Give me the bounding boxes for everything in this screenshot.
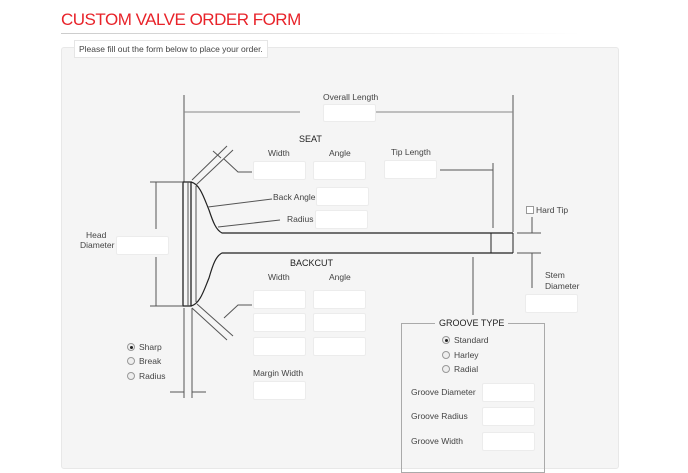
title-divider	[61, 33, 581, 34]
backcut-angle-input-2[interactable]	[313, 313, 366, 332]
groove-harley-radio[interactable]	[442, 351, 450, 359]
stem-diameter-label-2: Diameter	[545, 281, 580, 291]
radius-input[interactable]	[315, 210, 368, 229]
groove-radial-label: Radial	[454, 364, 479, 374]
hard-tip-checkbox[interactable]	[526, 206, 534, 214]
backcut-angle-input-1[interactable]	[313, 290, 366, 309]
head-diameter-label-2: Diameter	[80, 240, 115, 250]
groove-radius-input[interactable]	[482, 407, 535, 426]
margin-radius-radio[interactable]	[127, 372, 135, 380]
groove-radial-radio[interactable]	[442, 365, 450, 373]
tip-length-label: Tip Length	[391, 147, 431, 157]
back-angle-label: Back Angle	[273, 192, 316, 202]
back-angle-input[interactable]	[316, 187, 369, 206]
overall-length-input[interactable]	[323, 104, 376, 122]
backcut-heading: BACKCUT	[290, 258, 334, 268]
overall-length-label: Overall Length	[323, 92, 379, 102]
groove-diameter-input[interactable]	[482, 383, 535, 402]
radius-label: Radius	[287, 214, 314, 224]
margin-break-radio[interactable]	[127, 357, 135, 365]
seat-width-label: Width	[268, 148, 290, 158]
valve-diagram	[150, 95, 541, 398]
groove-type-heading: GROOVE TYPE	[435, 318, 509, 328]
groove-width-input[interactable]	[482, 432, 535, 451]
stem-diameter-input[interactable]	[525, 294, 578, 313]
backcut-angle-label: Angle	[329, 272, 351, 282]
intro-text: Please fill out the form below to place …	[74, 40, 268, 58]
seat-heading: SEAT	[299, 134, 322, 144]
groove-standard-radio[interactable]	[442, 336, 450, 344]
margin-sharp-label: Sharp	[139, 342, 162, 352]
groove-radius-label: Groove Radius	[411, 411, 468, 421]
groove-harley-label: Harley	[454, 350, 479, 360]
backcut-width-input-3[interactable]	[253, 337, 306, 356]
tip-length-input[interactable]	[384, 160, 437, 179]
backcut-width-label: Width	[268, 272, 290, 282]
margin-width-input[interactable]	[253, 381, 306, 400]
head-diameter-input[interactable]	[116, 236, 169, 255]
backcut-width-input-2[interactable]	[253, 313, 306, 332]
seat-angle-label: Angle	[329, 148, 351, 158]
stem-diameter-label-1: Stem	[545, 270, 565, 280]
margin-width-label: Margin Width	[253, 368, 304, 378]
page-title: CUSTOM VALVE ORDER FORM	[61, 10, 301, 29]
head-diameter-label-1: Head	[86, 230, 107, 240]
groove-width-label: Groove Width	[411, 436, 463, 446]
hard-tip-label: Hard Tip	[536, 205, 569, 215]
backcut-width-input-1[interactable]	[253, 290, 306, 309]
groove-standard-label: Standard	[454, 335, 489, 345]
seat-width-input[interactable]	[253, 161, 306, 180]
backcut-angle-input-3[interactable]	[313, 337, 366, 356]
margin-radius-label: Radius	[139, 371, 166, 381]
margin-break-label: Break	[139, 356, 162, 366]
groove-diameter-label: Groove Diameter	[411, 387, 476, 397]
margin-sharp-radio[interactable]	[127, 343, 135, 351]
seat-angle-input[interactable]	[313, 161, 366, 180]
